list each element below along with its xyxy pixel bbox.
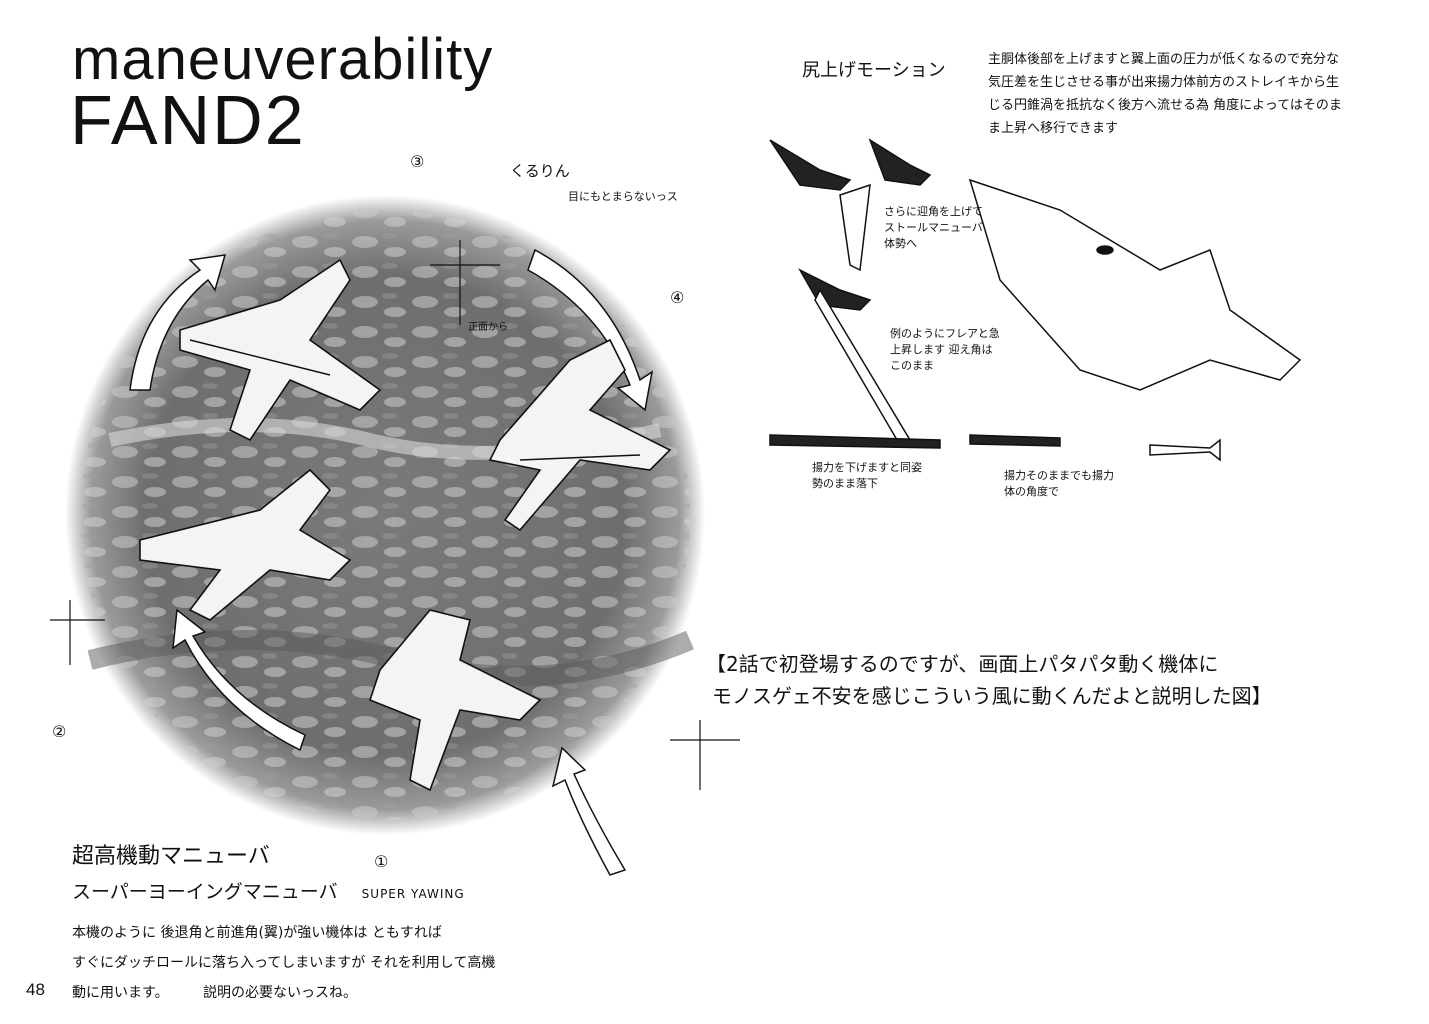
page-number: 48 [26,980,45,999]
kururin-sub-label: 目にもとまらないっス [568,190,678,203]
yawing-body: 本機のように 後退角と前進角(翼)が強い機体は ともすれば すぐにダッチロールに… [72,918,592,1008]
stall-heading: 尻上げモーション [802,60,946,81]
arrow-right [1149,438,1221,462]
aircraft-4 [488,338,672,532]
note-same-lift: 揚力そのままでも揚力体の角度で [1004,469,1114,498]
aircraft-3 [179,258,382,442]
aircraft-1 [369,609,542,792]
arrow-up-1 [839,183,871,272]
caption-line-2: モノスゲェ不安を感じこういう風に動くんだよと説明した図】 [712,684,1272,708]
wing-stripe-1 [189,339,331,376]
note-lower-lift: 揚力を下げますと同姿勢のまま落下 [812,461,922,490]
yawing-latin: SUPER YAWING [361,887,465,901]
title-maneuverability: maneuverability [72,27,494,92]
arrow-top-left [129,254,227,391]
arrow-bottom-right [551,746,627,876]
note-stall-maneuver: さらに迎角を上げてストールマニューバ体勢へ [884,205,983,250]
level-aircraft-2 [969,434,1061,447]
small-aircraft-b [868,138,932,186]
yawing-body-line-2: すぐにダッチロールに落ち入ってしまいますが それを利用して高機 [72,955,496,971]
yawing-body-line-1: 本機のように 後退角と前進角(翼)が強い機体は ともすれば [72,925,442,941]
cockpit [1096,245,1114,255]
circle-num-3: ③ [410,152,425,171]
small-aircraft-c [798,268,872,311]
crosshair-marks [50,240,740,790]
aircraft-group [139,258,672,792]
small-aircraft-a [769,139,852,191]
arrow-top-right [527,248,654,412]
aircraft-2 [139,468,352,621]
title-fand2: FAND2 [70,81,306,159]
yawing-body-aside: 説明の必要ないっスね。 [203,985,358,1001]
wing-stripe-2 [519,454,641,461]
large-aircraft [968,178,1302,391]
yawing-subtitle-row: スーパーヨーイングマニューバ SUPER YAWING [72,878,592,908]
circle-num-4: ④ [670,288,685,307]
note-flare: 例のようにフレアと急上昇します 迎え角はこのまま [890,327,1000,372]
front-view-label: 正面から [468,322,508,333]
level-aircraft-1 [769,434,941,449]
yawing-body-line-3: 動に用います。 [72,985,169,1001]
stall-motion-illustration [769,138,1302,462]
stall-body-text: 主胴体後部を上げますと翼上面の圧力が低くなるので充分な気圧差を生じさせる事が出来… [988,52,1342,136]
yawing-notes: 超高機動マニューバ スーパーヨーイングマニューバ SUPER YAWING 本機… [72,842,592,1008]
yawing-body-line-3-row: 動に用います。 説明の必要ないっスね。 [72,978,592,1008]
circle-num-1: ① [374,852,389,871]
yawing-subtitle: スーパーヨーイングマニューバ [72,881,338,903]
maneuver-arrows [129,248,654,876]
maneuver-illustration [50,195,740,876]
yawing-title: 超高機動マニューバ [72,844,270,869]
caption-line-1: 【2話で初登場するのですが、画面上パタパタ動く機体に [706,652,1219,676]
arrow-bottom-left [172,608,306,752]
caption: 【2話で初登場するのですが、画面上パタパタ動く機体に モノスゲェ不安を感じこうい… [706,648,1272,712]
kururin-label: くるりん [510,162,570,180]
circle-num-2: ② [52,722,67,741]
